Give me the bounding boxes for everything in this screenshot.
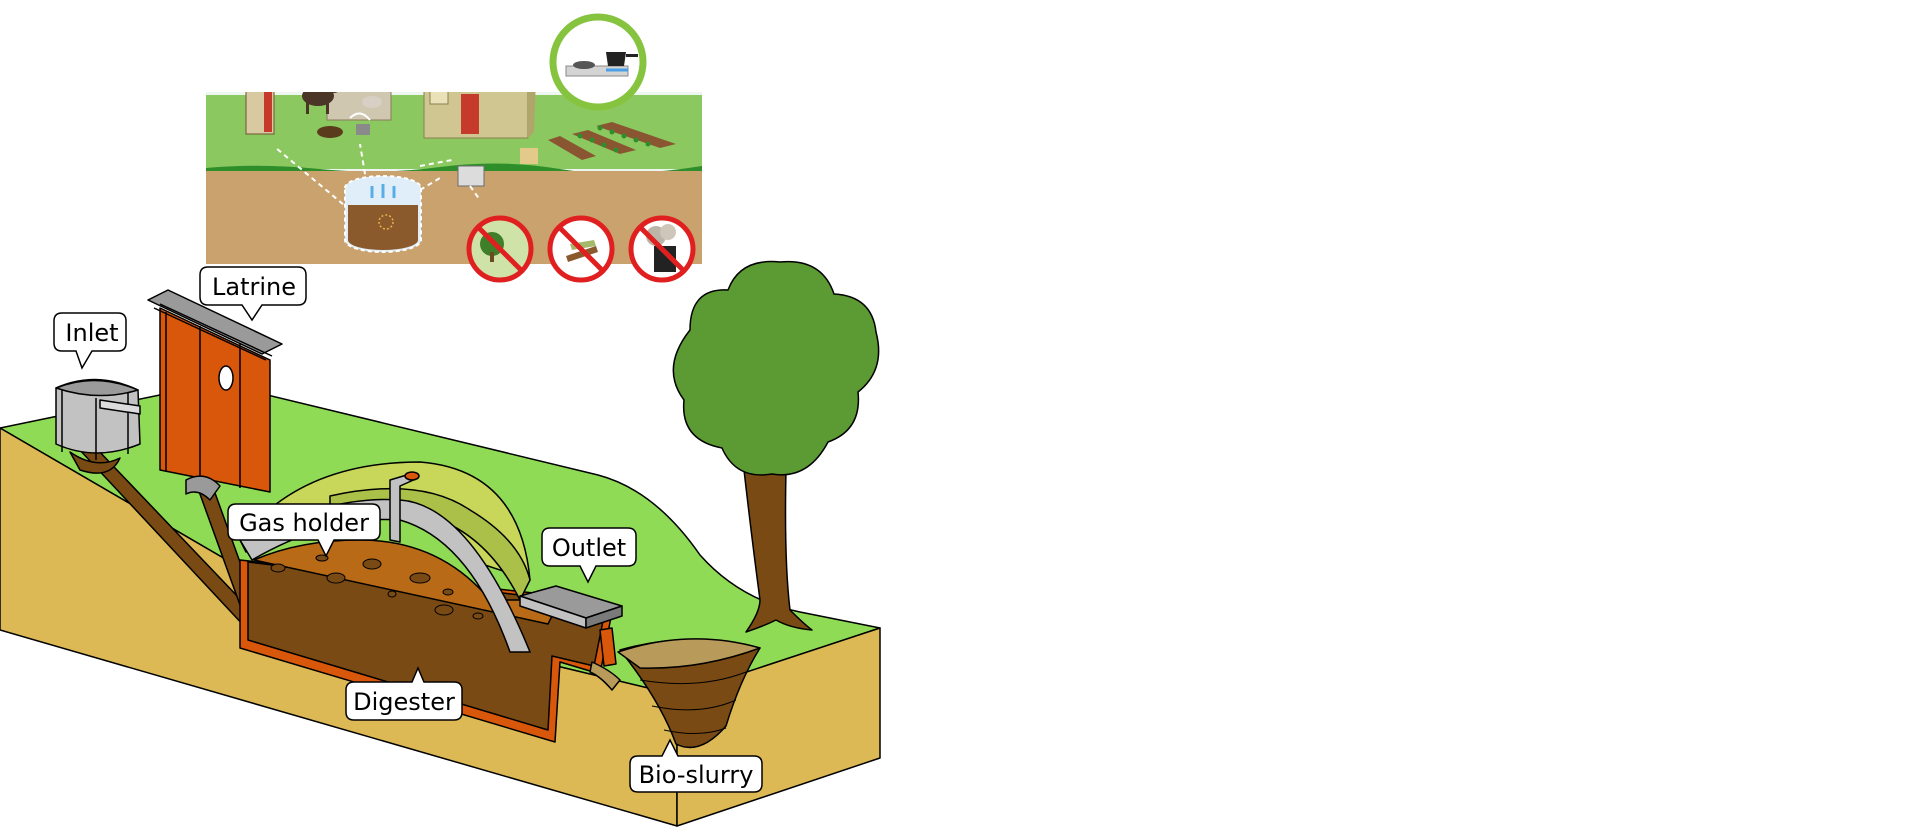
label-digester: Digester <box>353 688 455 716</box>
inset-vegetable-beds <box>548 122 676 160</box>
callouts: Latrine Inlet Gas holder Outlet Digester… <box>53 266 763 793</box>
no-firewood-icon <box>547 215 615 283</box>
inset-digester-tank <box>344 175 422 253</box>
callout-inlet: Inlet <box>53 312 127 370</box>
callout-latrine: Latrine <box>199 266 307 322</box>
label-latrine: Latrine <box>212 273 296 301</box>
callout-bio-slurry: Bio-slurry <box>629 738 763 793</box>
inset-cow <box>302 92 338 114</box>
inset-outhouse <box>245 92 275 135</box>
outlet-chamber <box>519 585 623 691</box>
tree-crown <box>672 260 880 476</box>
no-deforestation-icon <box>466 215 534 283</box>
callout-digester: Digester <box>345 666 463 721</box>
inset-house <box>423 92 536 139</box>
inlet-tank <box>55 378 141 474</box>
bio-slurry-pit <box>617 638 761 749</box>
cross-section <box>0 260 881 827</box>
callout-gas-holder: Gas holder <box>227 503 381 558</box>
label-gas-holder: Gas holder <box>239 509 369 537</box>
overview-inset <box>206 13 702 283</box>
label-bio-slurry: Bio-slurry <box>639 761 754 789</box>
slurry-lumps <box>270 554 484 620</box>
tree <box>672 260 880 633</box>
no-smoke-icon <box>628 215 696 283</box>
latrine-structure <box>147 289 283 501</box>
inset-shed <box>326 92 392 121</box>
gas-stove-icon <box>549 13 647 111</box>
label-inlet: Inlet <box>65 319 118 347</box>
label-outlet: Outlet <box>552 534 626 562</box>
callout-outlet: Outlet <box>541 527 637 584</box>
tree-trunk <box>743 469 813 633</box>
